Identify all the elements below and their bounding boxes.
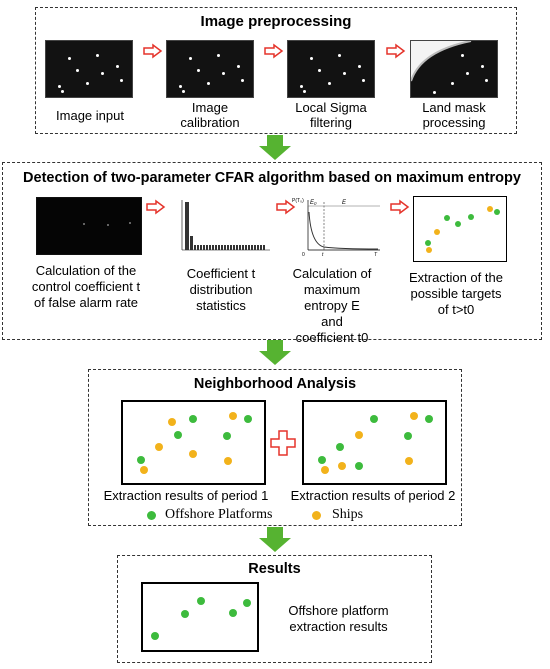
entropy-e0-label: E₀ [310, 200, 317, 206]
control-coefficient-image [36, 197, 142, 255]
step-label-control-coefficient: Calculation of the control coefficient t… [31, 263, 141, 310]
image-preprocessing-box [35, 7, 517, 134]
step-label-possible-targets: Extraction of the possible targets of t>… [409, 270, 503, 317]
step-label-land-mask: Land mask processing [422, 100, 486, 130]
arrow-icon [386, 43, 406, 59]
coefficient-distribution-histogram [170, 196, 274, 258]
arrow-icon [143, 43, 163, 59]
entropy-e-label: E [342, 200, 347, 206]
down-arrow-icon [259, 135, 291, 160]
entropy-xlabel: T [374, 252, 378, 258]
section-title-neighborhood: Neighborhood Analysis [193, 376, 357, 392]
plus-icon [270, 430, 296, 456]
land-mask-thumbnail [410, 40, 498, 98]
down-arrow-icon [259, 527, 291, 552]
maximum-entropy-graph [307, 200, 380, 251]
step-label-local-sigma: Local Sigma filtering [295, 100, 367, 130]
arrow-icon [390, 199, 410, 215]
period-1-caption: Extraction results of period 1 [103, 488, 269, 503]
legend-offshore-platforms-label: Offshore Platforms [165, 507, 273, 522]
step-label-image-calibration: Image calibration [180, 100, 240, 130]
results-box [117, 555, 432, 663]
offshore-platform-results-plot [141, 582, 259, 652]
step-label-distribution-statistics: Coefficient t distribution statistics [186, 266, 256, 313]
neighborhood-analysis-box [88, 369, 462, 526]
section-title-preprocessing: Image preprocessing [200, 13, 352, 30]
down-arrow-icon [259, 340, 291, 365]
period-1-plot [121, 400, 266, 485]
entropy-origin-label: 0 [302, 252, 305, 258]
section-title-results: Results [248, 561, 301, 577]
entropy-t-tick: t [322, 252, 324, 258]
results-caption: Offshore platform extraction results [288, 603, 389, 634]
possible-targets-plot [413, 196, 507, 262]
step-label-image-input: Image input [56, 108, 124, 123]
image-calibration-thumbnail [166, 40, 254, 98]
period-2-caption: Extraction results of period 2 [290, 488, 456, 503]
arrow-icon [264, 43, 284, 59]
image-input-thumbnail [45, 40, 133, 98]
arrow-icon [276, 199, 296, 215]
section-title-cfar: Detection of two-parameter CFAR algorith… [23, 170, 521, 186]
legend-ships-label: Ships [332, 507, 364, 522]
cfar-detection-box [2, 162, 542, 340]
legend-offshore-platforms-marker [147, 511, 156, 520]
arrow-icon [146, 199, 166, 215]
period-2-plot [302, 400, 447, 485]
entropy-ylabel: P(T₀) [292, 198, 304, 204]
step-label-maximum-entropy: Calculation of maximum entropy E and coe… [292, 266, 372, 345]
legend-ships-marker [312, 511, 321, 520]
local-sigma-thumbnail [287, 40, 375, 98]
